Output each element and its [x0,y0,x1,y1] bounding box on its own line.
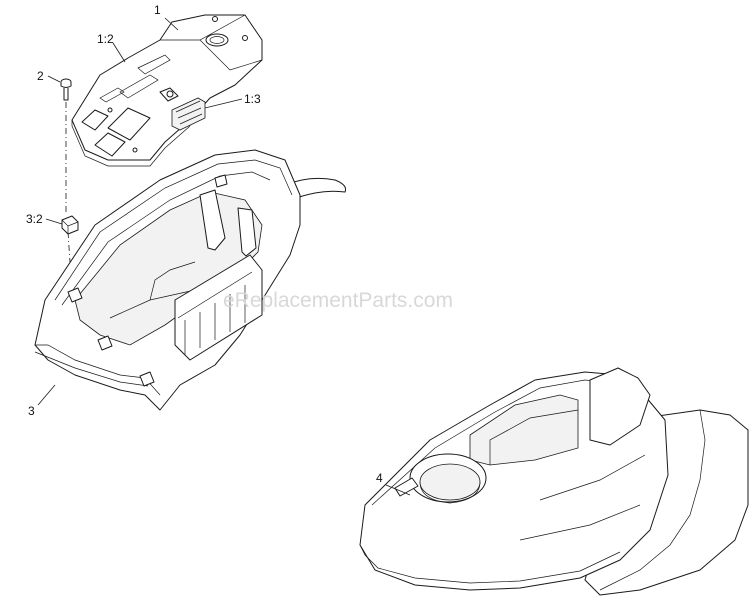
callout-1: 1 [154,3,161,17]
watermark: eReplacementParts.com [223,289,453,312]
callout-3: 3 [28,404,35,418]
callout-4: 4 [376,471,383,485]
leader-3 [37,384,56,406]
callout-2: 2 [37,69,44,83]
console-cover [359,367,749,596]
leader-1-3 [204,98,243,109]
leader-lines [37,17,411,496]
callout-1-3: 1:3 [244,92,261,106]
screw-part [60,78,72,101]
clip-nut-part [61,215,79,235]
leader-1-2 [112,42,126,63]
leader-1 [164,17,179,31]
leader-3-2 [45,218,63,225]
callout-1-2: 1:2 [97,32,114,46]
console-tray [34,149,346,411]
leader-2 [47,75,61,83]
control-plate-assembly [71,14,263,167]
leader-4 [385,484,411,496]
callout-3-2: 3:2 [26,212,43,226]
